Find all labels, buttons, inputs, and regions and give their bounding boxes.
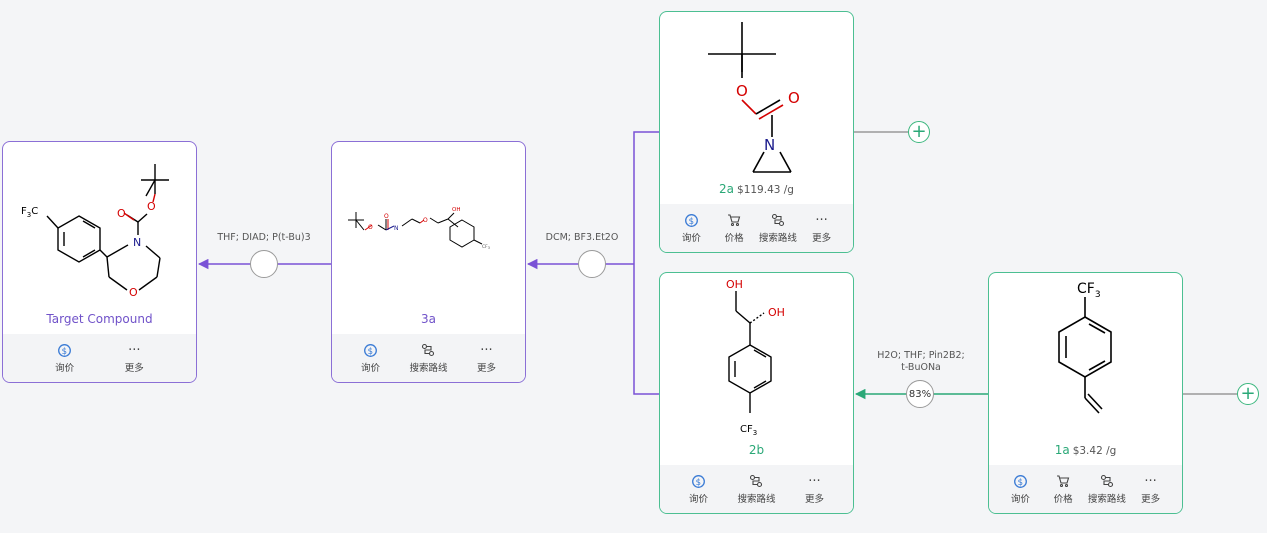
atom-o: O — [423, 217, 428, 224]
atom-o: O — [368, 224, 373, 231]
intermediate-2b-card[interactable]: OH OH CF3 2b $ 询价 搜索路线 ··· 更多 — [659, 272, 854, 514]
2b-more-button[interactable]: ··· 更多 — [804, 473, 824, 506]
dollar-coin-icon: $ — [692, 473, 705, 489]
atom-n: N — [394, 225, 399, 232]
route-search-icon — [771, 212, 785, 228]
atom-o: O — [788, 89, 800, 107]
atom-f3c: F3C — [21, 206, 38, 219]
atom-o: O — [129, 286, 138, 299]
route-search-icon — [1100, 473, 1114, 489]
intermediate-2b-actions: $ 询价 搜索路线 ··· 更多 — [660, 465, 853, 513]
reaction-node-r3[interactable]: 83% — [906, 380, 934, 408]
dollar-coin-icon: $ — [684, 212, 698, 228]
starting-material-1a-label[interactable]: 1a$3.42 /g — [1054, 443, 1117, 457]
shopping-cart-icon — [1056, 473, 1070, 489]
starting-material-2a-card[interactable]: O O N 2a$119.43 /g $ 询价 价格 搜索路线 ··· 更多 — [659, 11, 854, 253]
atom-n: N — [764, 136, 775, 154]
more-dots-icon: ··· — [808, 473, 821, 489]
atom-o: O — [147, 200, 156, 213]
1a-price: $3.42 /g — [1072, 445, 1117, 457]
2a-inquiry-button[interactable]: $ 询价 — [673, 212, 709, 244]
dollar-coin-icon: $ — [364, 342, 377, 358]
shopping-cart-icon — [727, 212, 741, 228]
starting-material-2a-structure: O O N — [708, 22, 800, 173]
1a-more-button[interactable]: ··· 更多 — [1141, 473, 1161, 506]
2a-more-button[interactable]: ··· 更多 — [812, 212, 832, 245]
2b-search-route-button[interactable]: 搜索路线 — [737, 473, 775, 505]
svg-text:$: $ — [696, 477, 701, 487]
dollar-coin-icon: $ — [58, 342, 72, 358]
route-search-icon — [421, 342, 435, 358]
1a-search-route-button[interactable]: 搜索路线 — [1088, 473, 1126, 505]
starting-material-2a-actions: $ 询价 价格 搜索路线 ··· 更多 — [660, 204, 853, 252]
starting-material-1a-structure: CF3 — [1058, 281, 1112, 414]
intermediate-3a-label[interactable]: 3a — [421, 312, 436, 326]
route-search-icon — [749, 473, 763, 489]
reaction-conditions-r3: H2O; THF; Pin2B2; t-BuONa — [864, 350, 978, 374]
1a-inquiry-button[interactable]: $ 询价 — [1002, 473, 1038, 505]
reaction-node-r1[interactable] — [250, 250, 278, 278]
more-dots-icon: ··· — [1144, 473, 1157, 489]
intermediate-3a-structure: O O N O OH CF3 — [348, 207, 490, 250]
expand-1a-plus-icon[interactable]: + — [1237, 383, 1259, 405]
reaction-node-r2[interactable] — [578, 250, 606, 278]
atom-cf3: CF3 — [482, 244, 490, 250]
starting-material-1a-card[interactable]: CF3 1a$3.42 /g $ 询价 价格 搜索路线 ··· 更多 — [988, 272, 1183, 514]
target-compound-label[interactable]: Target Compound — [46, 312, 153, 326]
more-dots-icon: ··· — [480, 342, 493, 358]
dollar-coin-icon: $ — [1013, 473, 1027, 489]
target-compound-actions: $ 询价 ··· 更多 — [3, 334, 196, 382]
atom-n: N — [133, 236, 141, 249]
3a-search-route-button[interactable]: 搜索路线 — [409, 342, 447, 374]
2a-price: $119.43 /g — [737, 184, 794, 196]
more-dots-icon: ··· — [815, 212, 828, 228]
intermediate-3a-card[interactable]: O O N O OH CF3 3a $ 询价 搜索路线 ··· 更多 — [331, 141, 526, 383]
svg-text:$: $ — [1017, 477, 1022, 487]
svg-text:$: $ — [368, 346, 373, 356]
3a-more-button[interactable]: ··· 更多 — [476, 342, 496, 375]
atom-oh: OH — [726, 278, 743, 291]
more-dots-icon: ··· — [128, 342, 141, 358]
target-compound-card[interactable]: O O N O F3C Target Compound $ 询价 ··· 更多 — [2, 141, 197, 383]
2b-inquiry-button[interactable]: $ 询价 — [680, 473, 716, 505]
intermediate-2b-structure: OH OH CF3 — [726, 278, 785, 437]
starting-material-2a-label[interactable]: 2a$119.43 /g — [719, 182, 794, 196]
2a-search-route-button[interactable]: 搜索路线 — [759, 212, 797, 244]
reaction-conditions-r2: DCM; BF3.Et2O — [545, 232, 619, 243]
atom-cf3: CF3 — [1077, 281, 1101, 300]
intermediate-2b-label[interactable]: 2b — [748, 443, 765, 457]
atom-o: O — [736, 82, 748, 100]
target-inquiry-button[interactable]: $ 询价 — [47, 342, 83, 374]
atom-oh: OH — [768, 306, 785, 319]
target-more-button[interactable]: ··· 更多 — [124, 342, 144, 375]
svg-text:$: $ — [688, 216, 693, 226]
reaction-conditions-r1: THF; DIAD; P(t-Bu)3 — [217, 232, 311, 243]
svg-text:$: $ — [62, 346, 67, 356]
atom-cf3: CF3 — [740, 424, 757, 437]
target-compound-structure: O O N O F3C — [21, 164, 169, 299]
1a-price-button[interactable]: 价格 — [1045, 473, 1081, 505]
atom-oh: OH — [452, 207, 460, 213]
reaction-conditions-r3-line2: t-BuONa — [901, 362, 941, 373]
2a-price-button[interactable]: 价格 — [716, 212, 752, 244]
atom-o: O — [117, 207, 126, 220]
atom-o: O — [384, 213, 389, 220]
3a-inquiry-button[interactable]: $ 询价 — [352, 342, 388, 374]
intermediate-3a-actions: $ 询价 搜索路线 ··· 更多 — [332, 334, 525, 382]
starting-material-1a-actions: $ 询价 价格 搜索路线 ··· 更多 — [989, 465, 1182, 513]
expand-2a-plus-icon[interactable]: + — [908, 121, 930, 143]
reaction-conditions-r3-line1: H2O; THF; Pin2B2; — [877, 350, 965, 361]
